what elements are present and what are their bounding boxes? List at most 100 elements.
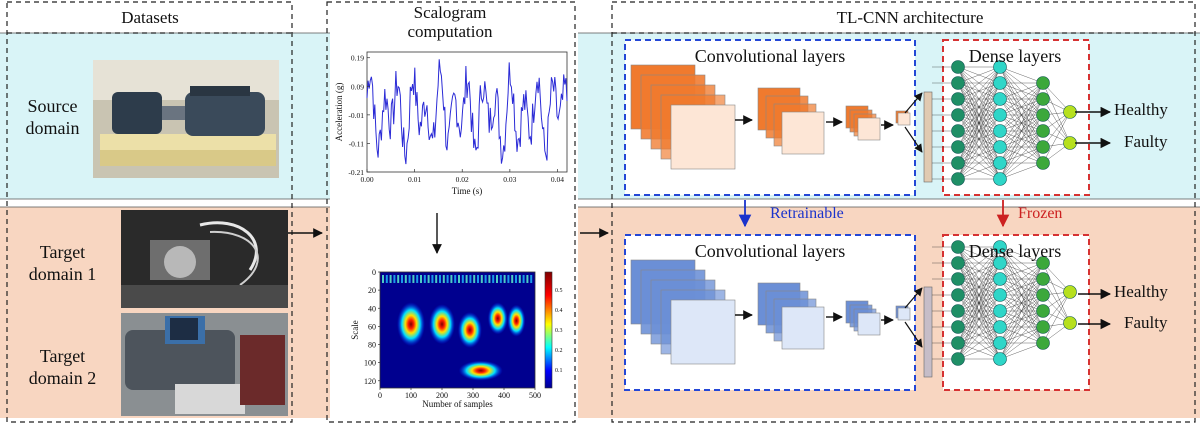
y-tick-label: 120 <box>364 377 376 386</box>
source-domain-label-line2: domain <box>25 118 80 138</box>
neuron <box>1036 76 1050 90</box>
x-axis-label: Number of samples <box>422 399 493 409</box>
architecture-frame <box>611 1 1196 423</box>
scalogram-ridge <box>492 275 495 283</box>
source-out-faulty: Faulty <box>1124 132 1168 151</box>
connection <box>957 114 1001 180</box>
connection <box>999 130 1044 180</box>
connection <box>957 278 1001 360</box>
connection <box>999 82 1044 164</box>
y-tick-label: -0.01 <box>348 111 364 120</box>
connection <box>957 66 1001 148</box>
x-tick-label: 300 <box>467 391 479 400</box>
connection <box>999 262 1044 296</box>
y-tick-label: -0.21 <box>348 168 364 177</box>
connection <box>957 82 1001 180</box>
neuron <box>951 240 965 254</box>
feature-map <box>781 306 825 350</box>
connection <box>957 66 1001 164</box>
neuron <box>1063 285 1077 299</box>
flatten-vector <box>923 286 933 378</box>
x-axis-label: Time (s) <box>452 186 482 196</box>
connection <box>957 66 1001 180</box>
scalogram-ridge <box>416 275 419 283</box>
scalogram-ridge <box>401 275 403 283</box>
neuron <box>1036 272 1050 286</box>
connection <box>957 246 1001 344</box>
neuron <box>1036 156 1050 170</box>
connection <box>999 82 1044 148</box>
colorbar-tick-label: 0.1 <box>555 368 563 374</box>
flow-arrow <box>904 321 923 348</box>
x-tick-label: 200 <box>436 391 448 400</box>
neuron <box>993 124 1007 138</box>
connection <box>957 294 1001 360</box>
neuron <box>1036 124 1050 138</box>
scalogram-ridge <box>450 275 453 283</box>
x-tick-label: 0.04 <box>551 175 564 184</box>
connection <box>1042 111 1071 148</box>
neuron <box>951 76 965 90</box>
scalogram-ridge <box>423 275 426 283</box>
flow-arrow <box>904 92 923 114</box>
connection <box>957 98 1001 180</box>
scalogram-ridge <box>454 275 457 283</box>
neuron <box>993 140 1007 154</box>
neuron <box>951 92 965 106</box>
connection <box>957 246 1001 296</box>
neuron <box>993 272 1007 286</box>
connection <box>957 246 1001 264</box>
x-tick-label: 100 <box>405 391 417 400</box>
connection <box>957 66 1001 132</box>
neuron <box>1036 92 1050 106</box>
connection <box>1042 291 1071 328</box>
scalogram-ridge <box>427 275 430 283</box>
scalogram-ridge <box>511 275 514 283</box>
neuron <box>1063 316 1077 330</box>
connection <box>999 262 1044 280</box>
target1-machine-photo <box>121 210 288 308</box>
scalogram-ridge <box>446 275 449 283</box>
connection <box>1042 291 1071 344</box>
neuron <box>951 288 965 302</box>
datasets-title: Datasets <box>121 8 179 27</box>
y-tick-label: 0 <box>372 268 376 277</box>
scalogram-ridge <box>389 275 392 283</box>
y-axis-label: Acceleration (g) <box>334 83 344 142</box>
connection <box>999 294 1044 360</box>
connection <box>1042 82 1071 144</box>
connection <box>957 246 1001 312</box>
connection <box>957 66 1001 100</box>
scalogram-ridge <box>431 275 434 283</box>
target-conv-title: Convolutional layers <box>694 241 846 261</box>
source-domain-label-line1: Source <box>27 96 78 116</box>
scalogram-hotspot <box>487 302 508 335</box>
connection <box>957 246 1001 328</box>
connection <box>999 146 1044 180</box>
target1-label-line1: Target <box>39 242 86 262</box>
scalogram-ridge <box>461 275 464 283</box>
connection <box>999 262 1044 312</box>
scalogram-ridge <box>439 275 441 283</box>
scalogram-ridge <box>515 275 517 283</box>
connection <box>999 98 1044 180</box>
source-dense-box <box>942 39 1090 196</box>
neuron <box>1036 336 1050 350</box>
scalogram-ridge <box>382 275 384 283</box>
target-out-healthy: Healthy <box>1114 282 1168 301</box>
colorbar-tick-label: 0.4 <box>555 308 563 314</box>
scalogram-ridge <box>420 275 422 283</box>
connection <box>999 246 1044 264</box>
neuron <box>951 320 965 334</box>
connection <box>999 66 1044 84</box>
connection <box>999 162 1044 180</box>
scalogram-ridge <box>480 275 483 283</box>
connection <box>999 82 1044 100</box>
scalogram-ridge <box>477 275 479 283</box>
neuron <box>951 352 965 366</box>
scalogram-hotspot <box>507 304 526 337</box>
x-tick-label: 400 <box>498 391 510 400</box>
connection <box>1042 278 1071 324</box>
